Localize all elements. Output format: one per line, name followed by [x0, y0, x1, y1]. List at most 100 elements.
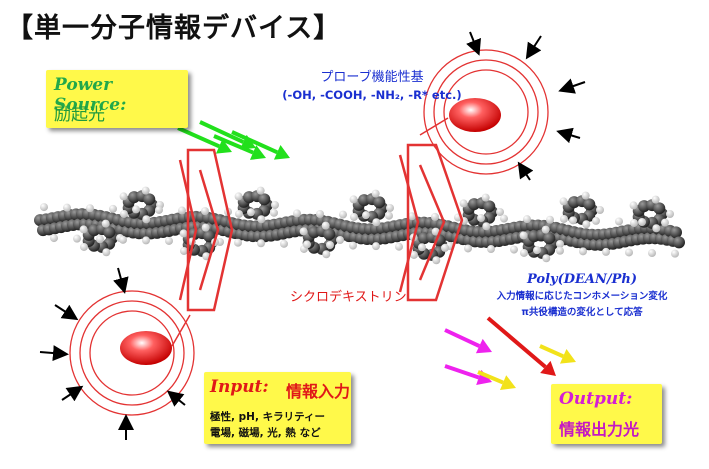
hydrogen-atom	[629, 218, 638, 227]
hydrogen-atom	[102, 248, 111, 257]
polymer-desc-2: π共役構造の変化として応答	[521, 307, 643, 318]
hydrogen-atom	[510, 245, 518, 254]
hydrogen-atom	[257, 215, 266, 224]
hydrogen-atom	[336, 236, 344, 244]
power-source-label: Power Source:	[54, 75, 127, 115]
output-box: Output: 情報出力光	[551, 384, 662, 444]
probe-label-line1: プローブ機能性基	[320, 70, 424, 85]
hydrogen-atom	[349, 195, 358, 204]
cyclodextrin-label: シクロデキストリン	[290, 290, 407, 305]
hydrogen-atom	[431, 227, 440, 236]
polymer-chain	[34, 186, 685, 265]
hydrogen-atom	[482, 222, 491, 231]
hydrogen-atom	[629, 201, 638, 210]
hydrogen-atom	[666, 210, 674, 218]
hydrogen-atom	[533, 246, 541, 255]
hydrogen-atom	[581, 191, 590, 200]
polymer-desc-1: 入力情報に応じたコンホメーション変化	[496, 291, 668, 302]
excitation-arrow	[177, 126, 232, 154]
input-detail-1: 極性, pH, キラリティー	[210, 411, 325, 423]
output-arrow	[444, 328, 492, 354]
hydrogen-atom	[132, 205, 140, 214]
excitation-arrow	[231, 130, 290, 160]
chain-atom	[670, 226, 682, 239]
hydrogen-atom	[638, 218, 646, 227]
hydrogen-atom	[602, 247, 610, 256]
probe-tail-upper	[419, 117, 449, 136]
excitation-arrows	[177, 120, 290, 160]
output-label-jp: 情報出力光	[559, 420, 640, 439]
probe-drop-upper	[449, 98, 501, 132]
hydrogen-atom	[409, 250, 418, 259]
hydrogen-atom	[349, 212, 358, 221]
probe-tail-lower	[171, 314, 191, 347]
cyclodextrin-ring-left	[178, 148, 234, 312]
hydrogen-atom	[86, 204, 94, 213]
polymer-title: Poly(DEAN/Ph)	[526, 272, 638, 287]
hydrogen-atom	[519, 231, 528, 240]
hydrogen-atom	[546, 215, 554, 224]
output-label: Output:	[559, 389, 633, 409]
hydrogen-atom	[50, 234, 58, 243]
hydrogen-atom	[648, 249, 656, 258]
hydrogen-atom	[257, 239, 265, 248]
hydrogen-atom	[431, 212, 439, 221]
hydrogen-atom	[519, 248, 528, 257]
hydrogen-atom	[371, 189, 380, 198]
hydrogen-atom	[178, 206, 186, 215]
input-arrows-lower	[39, 267, 186, 440]
hydrogen-atom	[385, 211, 393, 220]
hydrogen-atom	[293, 209, 301, 218]
hydrogen-atom	[651, 195, 660, 204]
chain-atom	[323, 228, 336, 241]
output-arrow	[477, 370, 516, 390]
hydrogen-atom	[142, 215, 151, 224]
input-label: Input:	[210, 377, 269, 397]
hydrogen-atom	[119, 235, 127, 244]
hydrogen-atom	[280, 239, 288, 248]
hydrogen-atom	[459, 199, 468, 208]
hydrogen-atom	[592, 216, 600, 225]
hydrogen-atom	[234, 209, 243, 218]
input-label-jp: 情報入力	[286, 382, 351, 401]
hydrogen-atom	[321, 221, 330, 230]
hydrogen-atom	[615, 217, 623, 226]
excitation-arrow	[213, 134, 266, 160]
power-source-jp: 励起光	[54, 105, 105, 125]
chain-atom	[483, 200, 496, 213]
hydrogen-atom	[481, 193, 490, 202]
hydrogen-atom	[40, 203, 48, 212]
hydrogen-atom	[179, 246, 188, 255]
hydrogen-atom	[141, 186, 150, 195]
hydrogen-atom	[79, 242, 88, 251]
hydrogen-atom	[386, 204, 394, 212]
hydrogen-atom	[303, 240, 311, 249]
excitation-arrow	[199, 120, 256, 150]
hydrogen-atom	[579, 247, 587, 256]
hydrogen-atom	[625, 248, 633, 257]
chain-atom	[103, 226, 116, 239]
probe-label: プローブ機能性基 (-OH, -COOH, -NH₂, -R* etc.)	[272, 66, 472, 102]
hydrogen-atom	[487, 245, 495, 254]
polymer-label: Poly(DEAN/Ph) 入力情報に応じたコンホメーション変化 π共役構造の変…	[492, 272, 672, 319]
hydrogen-atom	[441, 243, 449, 252]
hydrogen-atom	[119, 192, 128, 201]
hydrogen-atom	[541, 225, 550, 234]
hydrogen-atom	[234, 192, 243, 201]
hydrogen-atom	[201, 223, 210, 232]
hydrogen-atom	[569, 216, 577, 225]
hydrogen-atom	[119, 209, 128, 218]
hydrogen-atom	[201, 207, 209, 216]
hydrogen-atom	[73, 234, 81, 243]
hydrogen-atom	[496, 208, 504, 216]
chain-atom	[673, 236, 685, 249]
hydrogen-atom	[165, 236, 173, 245]
hydrogen-atom	[542, 254, 551, 263]
hydrogen-atom	[372, 218, 381, 227]
hydrogen-atom	[101, 219, 110, 228]
hydrogen-atom	[559, 214, 568, 223]
hydrogen-atom	[500, 214, 508, 223]
hydrogen-atom	[372, 242, 380, 251]
hydrogen-atom	[395, 242, 403, 251]
hydrogen-atom	[79, 225, 88, 234]
